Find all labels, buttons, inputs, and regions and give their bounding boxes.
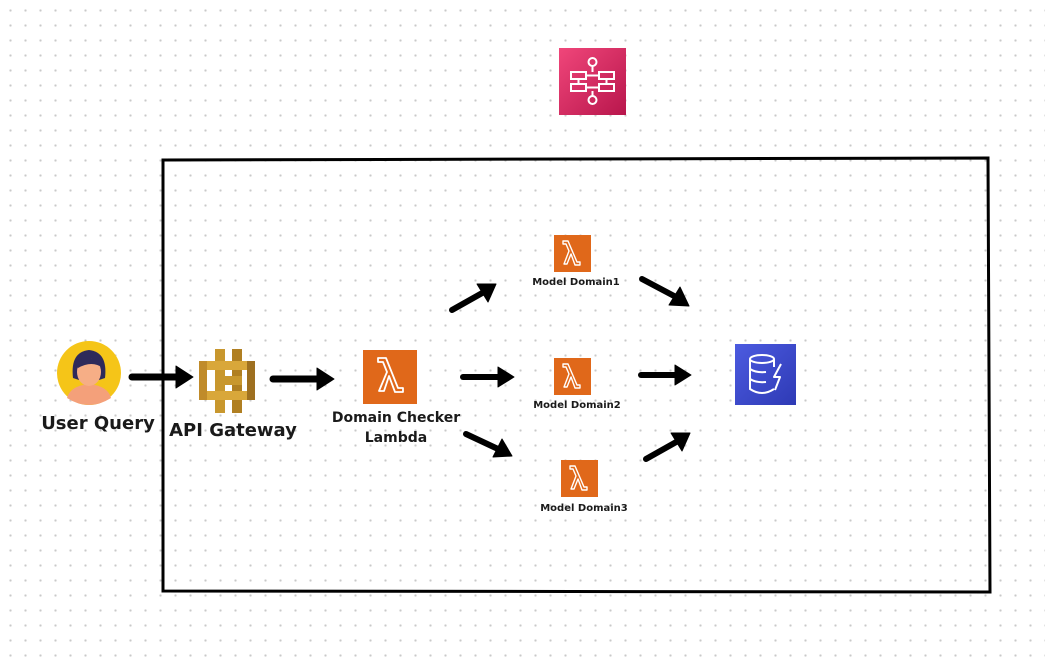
model-domain3-label: Model Domain3 [540, 503, 628, 514]
arrow-api-to-lambda [269, 367, 335, 391]
lambda-icon [554, 235, 591, 272]
lambda-icon [554, 358, 591, 395]
lambda-icon [363, 350, 417, 404]
arrow-lambda-to-model2 [460, 366, 515, 388]
arrow-model3-to-db [643, 432, 691, 462]
arrow-lambda-to-model3 [463, 431, 513, 458]
workflow-boundary [161, 156, 992, 594]
user-query-label: User Query [41, 413, 155, 434]
step-functions-icon [559, 48, 626, 115]
dynamodb-icon [735, 344, 796, 405]
api-gateway-icon [199, 349, 255, 413]
domain-checker-label-line1: Domain Checker [332, 410, 460, 426]
model-domain1-label: Model Domain1 [532, 277, 620, 288]
api-gateway-label: API Gateway [169, 420, 297, 441]
arrow-model1-to-db [639, 276, 690, 307]
arrow-model2-to-db [638, 364, 692, 386]
arrow-user-to-api [128, 365, 194, 389]
domain-checker-label-line2: Lambda [365, 430, 427, 446]
lambda-icon [561, 460, 598, 497]
arrow-lambda-to-model1 [449, 283, 497, 313]
model-domain2-label: Model Domain2 [533, 400, 621, 411]
user-avatar-icon [57, 341, 121, 405]
